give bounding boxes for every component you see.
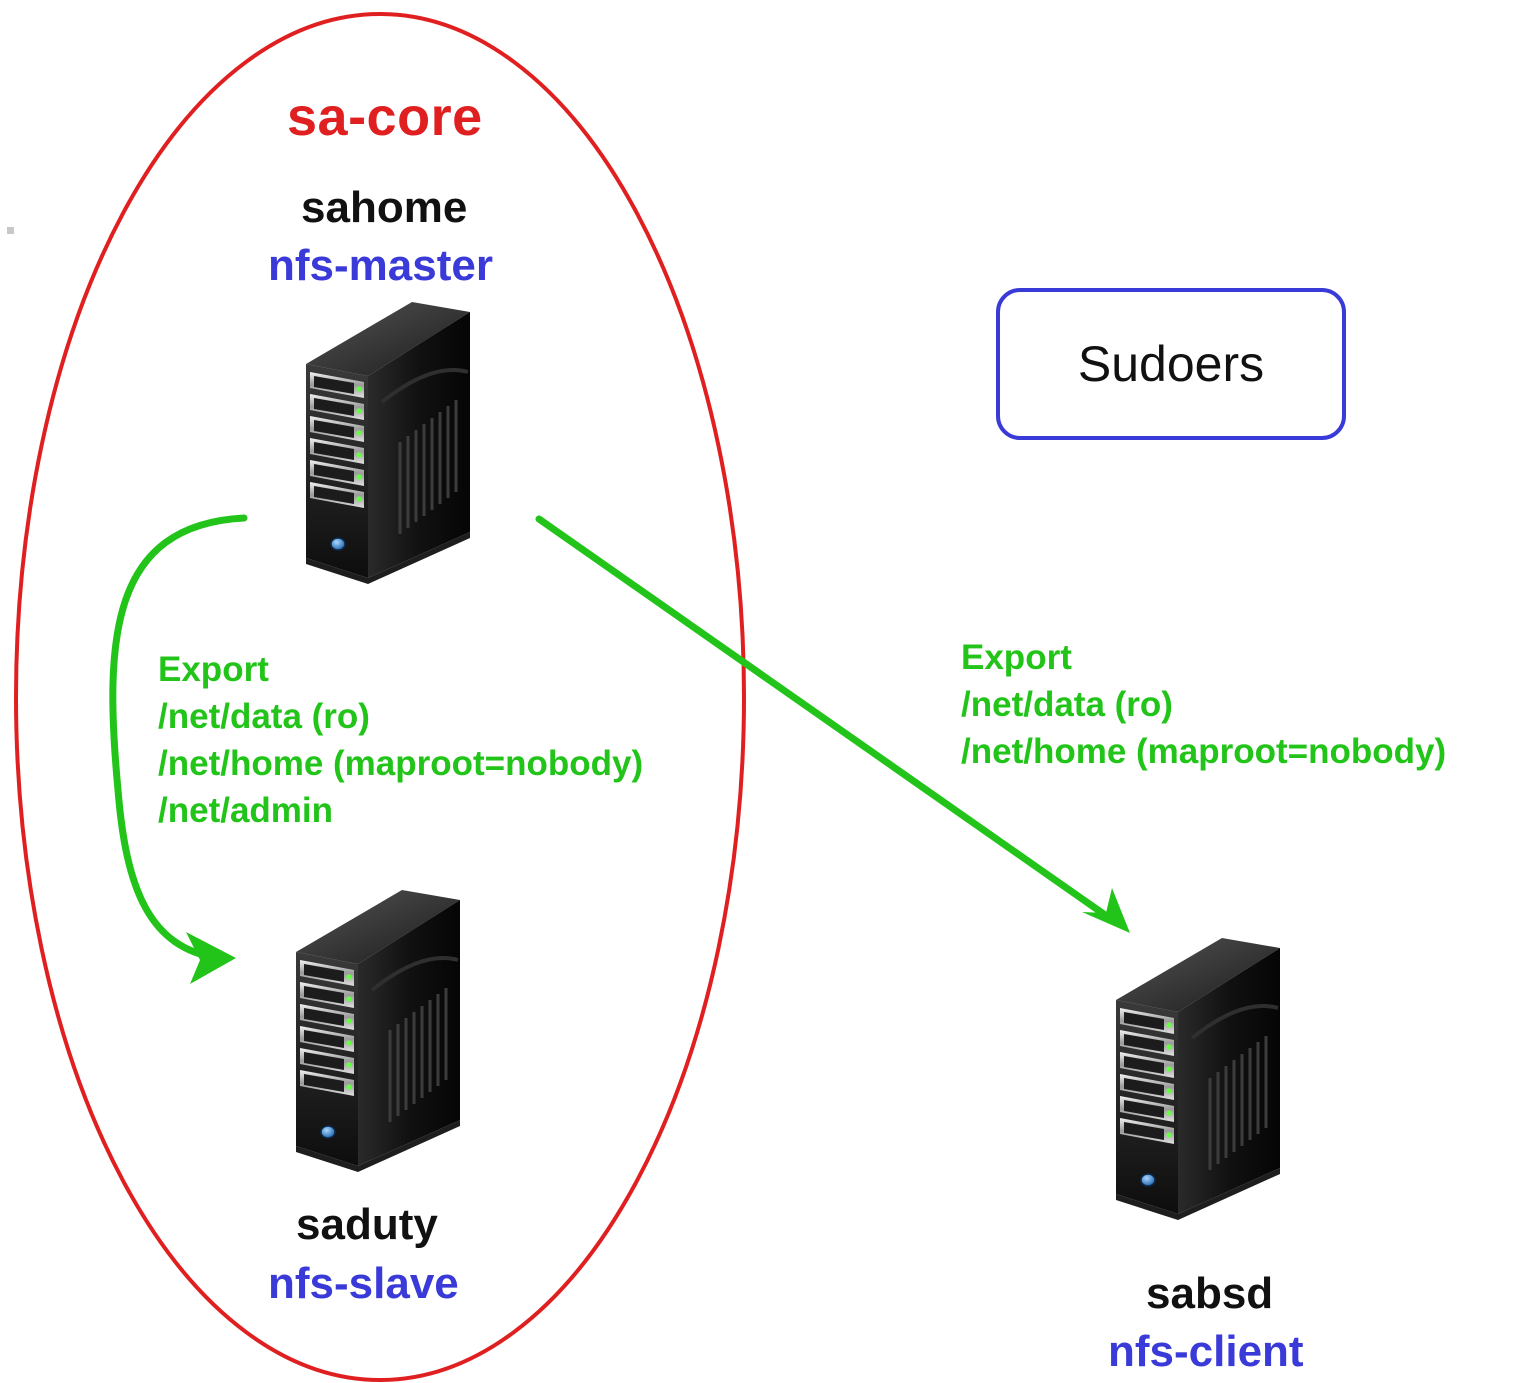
export-label-to-client: Export /net/data (ro) /net/home (maproot… xyxy=(961,634,1446,775)
sudoers-label: Sudoers xyxy=(1077,336,1265,392)
stray-mark xyxy=(7,227,14,234)
export-path: /net/data (ro) xyxy=(158,697,370,736)
export-arrow-to-slave xyxy=(109,514,248,962)
export-title: Export xyxy=(961,638,1072,677)
export-arrow-to-client xyxy=(535,515,1112,921)
export-path: /net/home (maproot=nobody) xyxy=(961,732,1447,771)
export-path: /net/home (maproot=nobody) xyxy=(158,744,644,783)
host-role-master: nfs-master xyxy=(268,241,493,290)
group-title: sa-core xyxy=(287,87,483,147)
host-name-client: sabsd xyxy=(1146,1269,1274,1318)
server-tower-icon[interactable] xyxy=(302,302,474,586)
host-role-client: nfs-client xyxy=(1108,1327,1304,1376)
arrowhead-to-slave xyxy=(186,932,236,984)
host-name-slave: saduty xyxy=(296,1200,438,1249)
export-title: Export xyxy=(158,650,269,689)
export-label-to-slave: Export /net/data (ro) /net/home (maproot… xyxy=(158,646,643,834)
host-name-master: sahome xyxy=(301,183,468,232)
server-tower-icon[interactable] xyxy=(292,890,464,1174)
sudoers-box[interactable]: Sudoers xyxy=(996,288,1346,440)
export-path: /net/data (ro) xyxy=(961,685,1173,724)
arrowhead-to-client xyxy=(1082,888,1130,933)
export-path: /net/admin xyxy=(158,791,334,830)
server-tower-icon[interactable] xyxy=(1112,938,1284,1222)
host-role-slave: nfs-slave xyxy=(268,1259,459,1308)
sa-core-group-boundary xyxy=(14,12,746,1382)
